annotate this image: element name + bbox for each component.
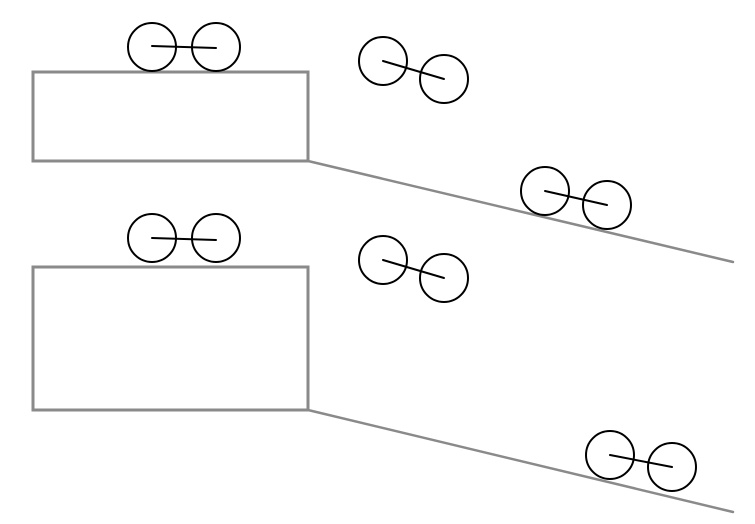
dumbbell-top-ramp	[520, 166, 632, 230]
dumbbell-top-resting	[127, 22, 241, 72]
dumbbell-bottom-ramp	[585, 430, 697, 492]
ramp-top	[306, 159, 735, 264]
platform-top	[31, 70, 310, 163]
scene-top	[31, 22, 735, 264]
dumbbell-bottom-flight	[358, 235, 469, 303]
dumbbell-top-flight	[358, 36, 469, 104]
axle	[544, 190, 608, 206]
axle	[151, 45, 217, 49]
axle	[151, 237, 217, 241]
scene-bottom	[31, 213, 735, 514]
platform-bottom	[31, 265, 310, 412]
wheel-right	[191, 213, 241, 263]
axle	[382, 259, 445, 279]
ramp-bottom	[306, 408, 735, 514]
dumbbell-bottom-resting	[127, 213, 241, 263]
axle	[609, 454, 673, 468]
axle	[382, 60, 445, 80]
